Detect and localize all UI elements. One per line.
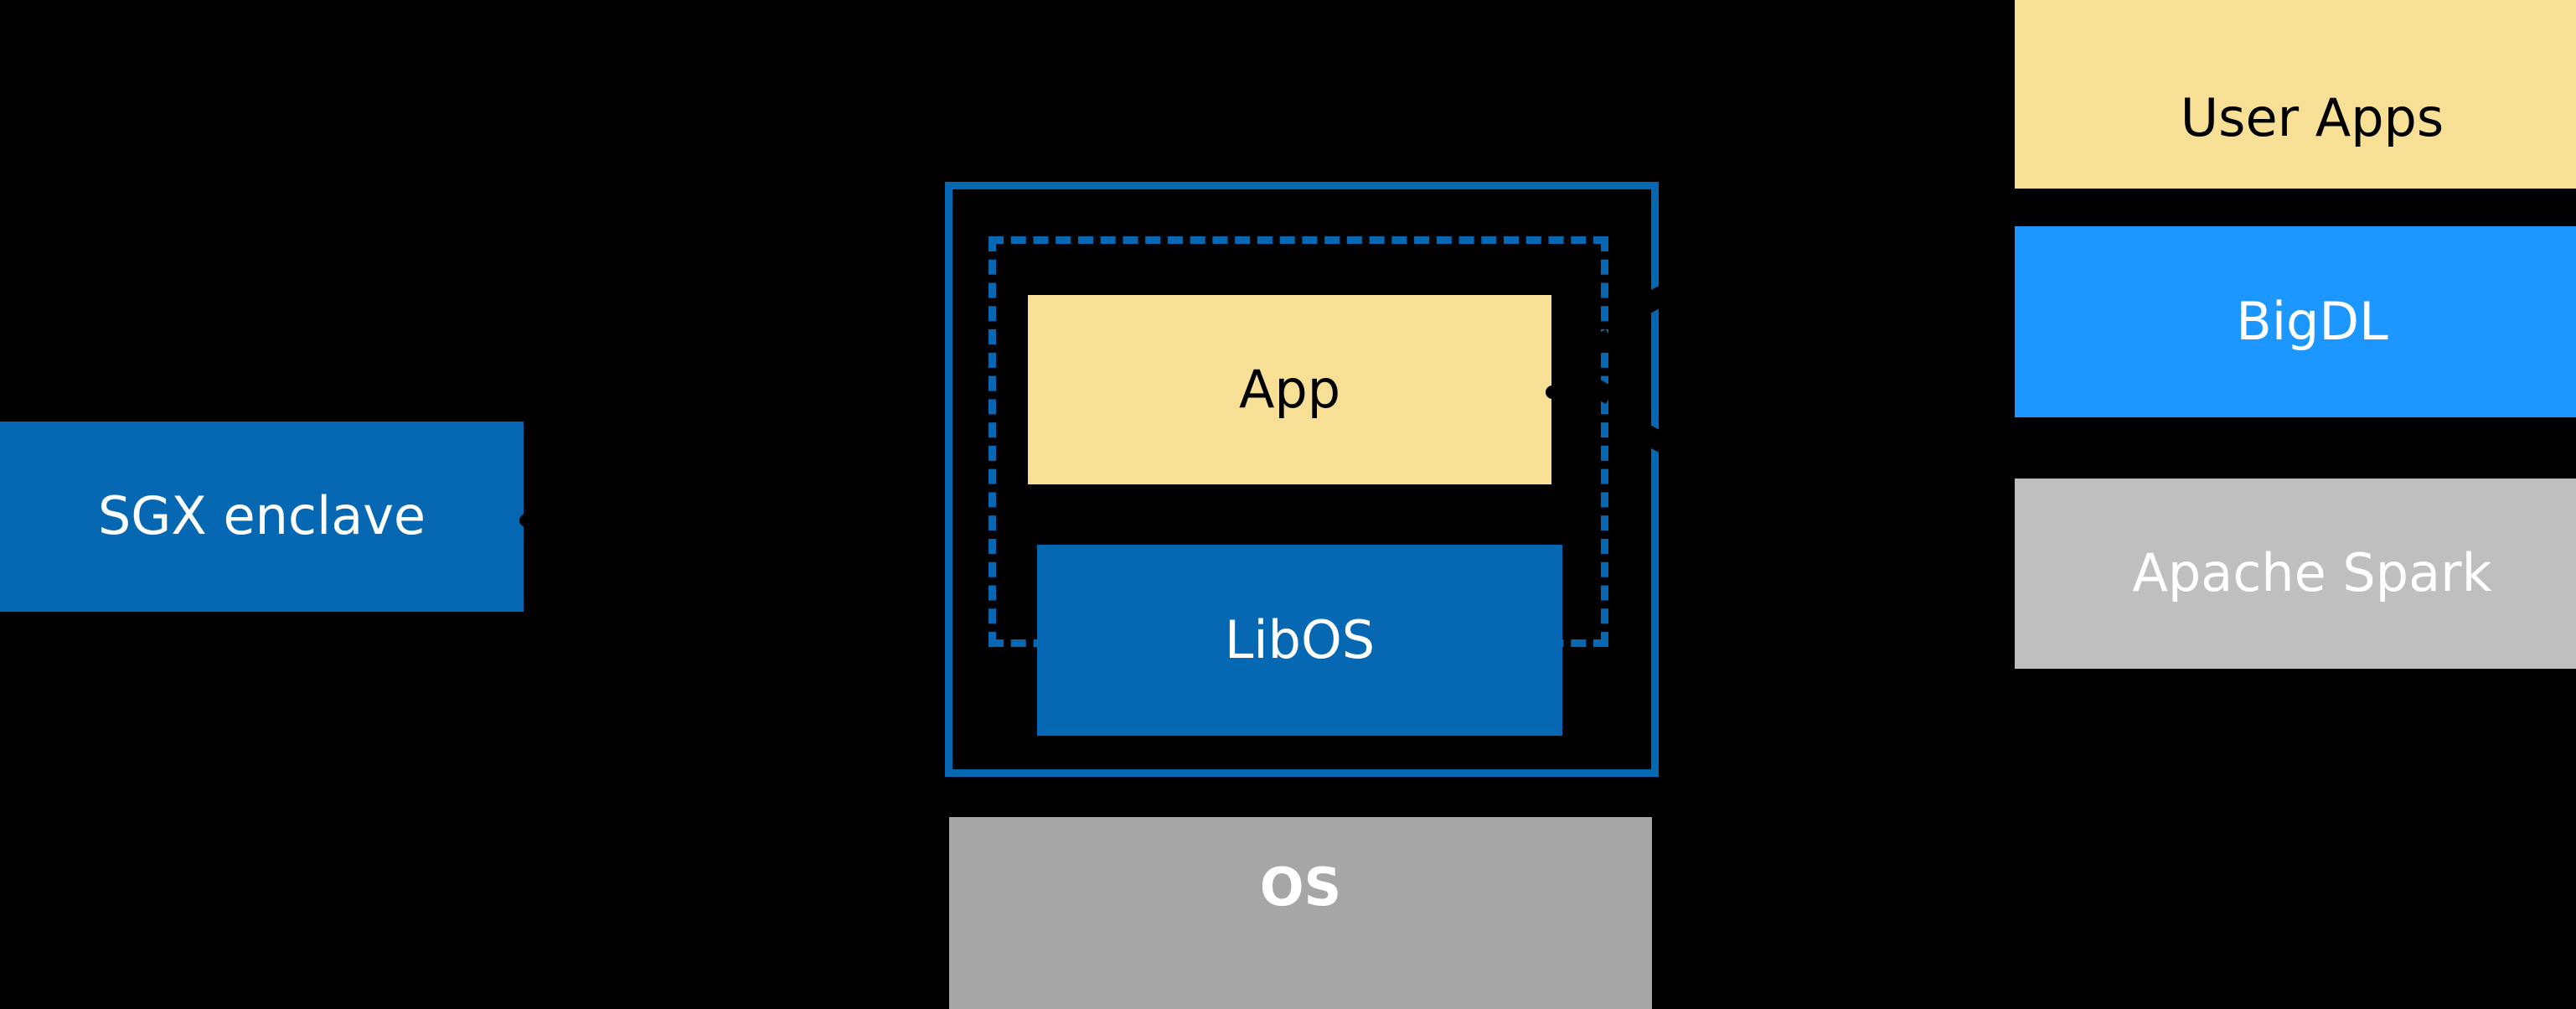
user-apps-label: User Apps bbox=[2180, 86, 2444, 148]
app-label: App bbox=[1238, 358, 1341, 420]
bigdl-label: BigDL bbox=[2236, 290, 2388, 352]
app-box: App bbox=[1028, 295, 1551, 484]
libos-box: LibOS bbox=[1037, 545, 1562, 736]
os-label: OS bbox=[1259, 856, 1342, 918]
sgx-connector-dot bbox=[519, 514, 533, 527]
sgx-enclave-box: SGX enclave bbox=[0, 422, 524, 612]
apache-spark-box: Apache Spark bbox=[2015, 479, 2576, 669]
bigdl-box: BigDL bbox=[2015, 226, 2576, 417]
os-box: OS bbox=[949, 817, 1652, 1009]
app-connector-dot bbox=[1546, 385, 1559, 399]
user-apps-box: User Apps bbox=[2015, 0, 2576, 189]
sgx-enclave-label: SGX enclave bbox=[97, 485, 426, 547]
libos-label: LibOS bbox=[1224, 608, 1376, 670]
apache-spark-label: Apache Spark bbox=[2132, 542, 2492, 604]
enclave-container-frame bbox=[945, 182, 1659, 777]
